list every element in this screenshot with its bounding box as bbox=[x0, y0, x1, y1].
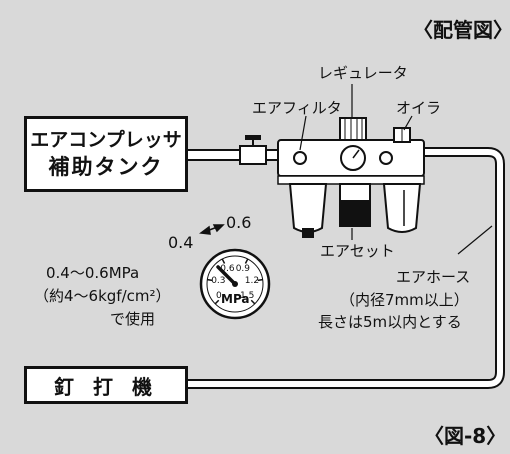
pressure-gauge-icon bbox=[199, 248, 271, 320]
pressure-range-text: 0.4〜0.6MPa bbox=[46, 264, 140, 282]
air-hose-label: エアホース bbox=[396, 268, 471, 286]
gauge-tick-label: 0.6 bbox=[220, 263, 235, 274]
gauge-tick bbox=[257, 278, 263, 282]
gauge-tick bbox=[221, 258, 226, 264]
tank-label: 補助タンク bbox=[48, 155, 164, 179]
gauge-tick-marks bbox=[207, 258, 263, 305]
figure-title: 〈配管図〉 bbox=[413, 18, 510, 42]
air-filter-label: エアフィルタ bbox=[252, 99, 342, 117]
hose-diameter-label: （内径7mm以上） bbox=[340, 291, 469, 309]
compressor-tank-box: エアコンプレッサ 補助タンク bbox=[24, 116, 188, 192]
hose-length-label: 長さは5m以内とする bbox=[318, 313, 462, 331]
range-low-label: 0.4 bbox=[168, 233, 194, 252]
figure-caption: 〈図-8〉 bbox=[424, 424, 507, 448]
air-hose bbox=[188, 147, 505, 389]
nailer-box: 釘 打 機 bbox=[24, 366, 188, 404]
regulator-label: レギュレータ bbox=[318, 64, 408, 82]
gauge-tick bbox=[244, 258, 249, 264]
compressor-label: エアコンプレッサ bbox=[30, 129, 182, 151]
gauge-unit-label: MPa bbox=[221, 292, 250, 306]
shutoff-valve-icon bbox=[239, 135, 267, 165]
gauge-tick-label: 0.3 bbox=[211, 276, 226, 287]
range-arrow-icon bbox=[199, 224, 225, 235]
gauge-tick-label: 1.5 bbox=[240, 291, 255, 302]
gauge-tick-label: 0.9 bbox=[235, 263, 251, 274]
range-high-label: 0.6 bbox=[226, 213, 252, 232]
air-set-unit-icon bbox=[277, 117, 425, 238]
gauge-tick-label: 1.2 bbox=[244, 276, 260, 287]
gauge-tick bbox=[214, 299, 220, 305]
pressure-kgf-text: （約4〜6kgf/cm²） bbox=[34, 287, 171, 305]
gauge-needle bbox=[216, 265, 237, 286]
lubricator-label: オイラ bbox=[396, 99, 442, 117]
air-set-label: エアセット bbox=[320, 242, 395, 260]
use-at-text: で使用 bbox=[110, 310, 156, 328]
gauge-tick bbox=[250, 299, 256, 305]
gauge-tick bbox=[207, 278, 213, 282]
nailer-label: 釘 打 機 bbox=[54, 374, 158, 399]
gauge-tick-label: 0 bbox=[215, 291, 222, 302]
leader-lines bbox=[299, 84, 493, 255]
